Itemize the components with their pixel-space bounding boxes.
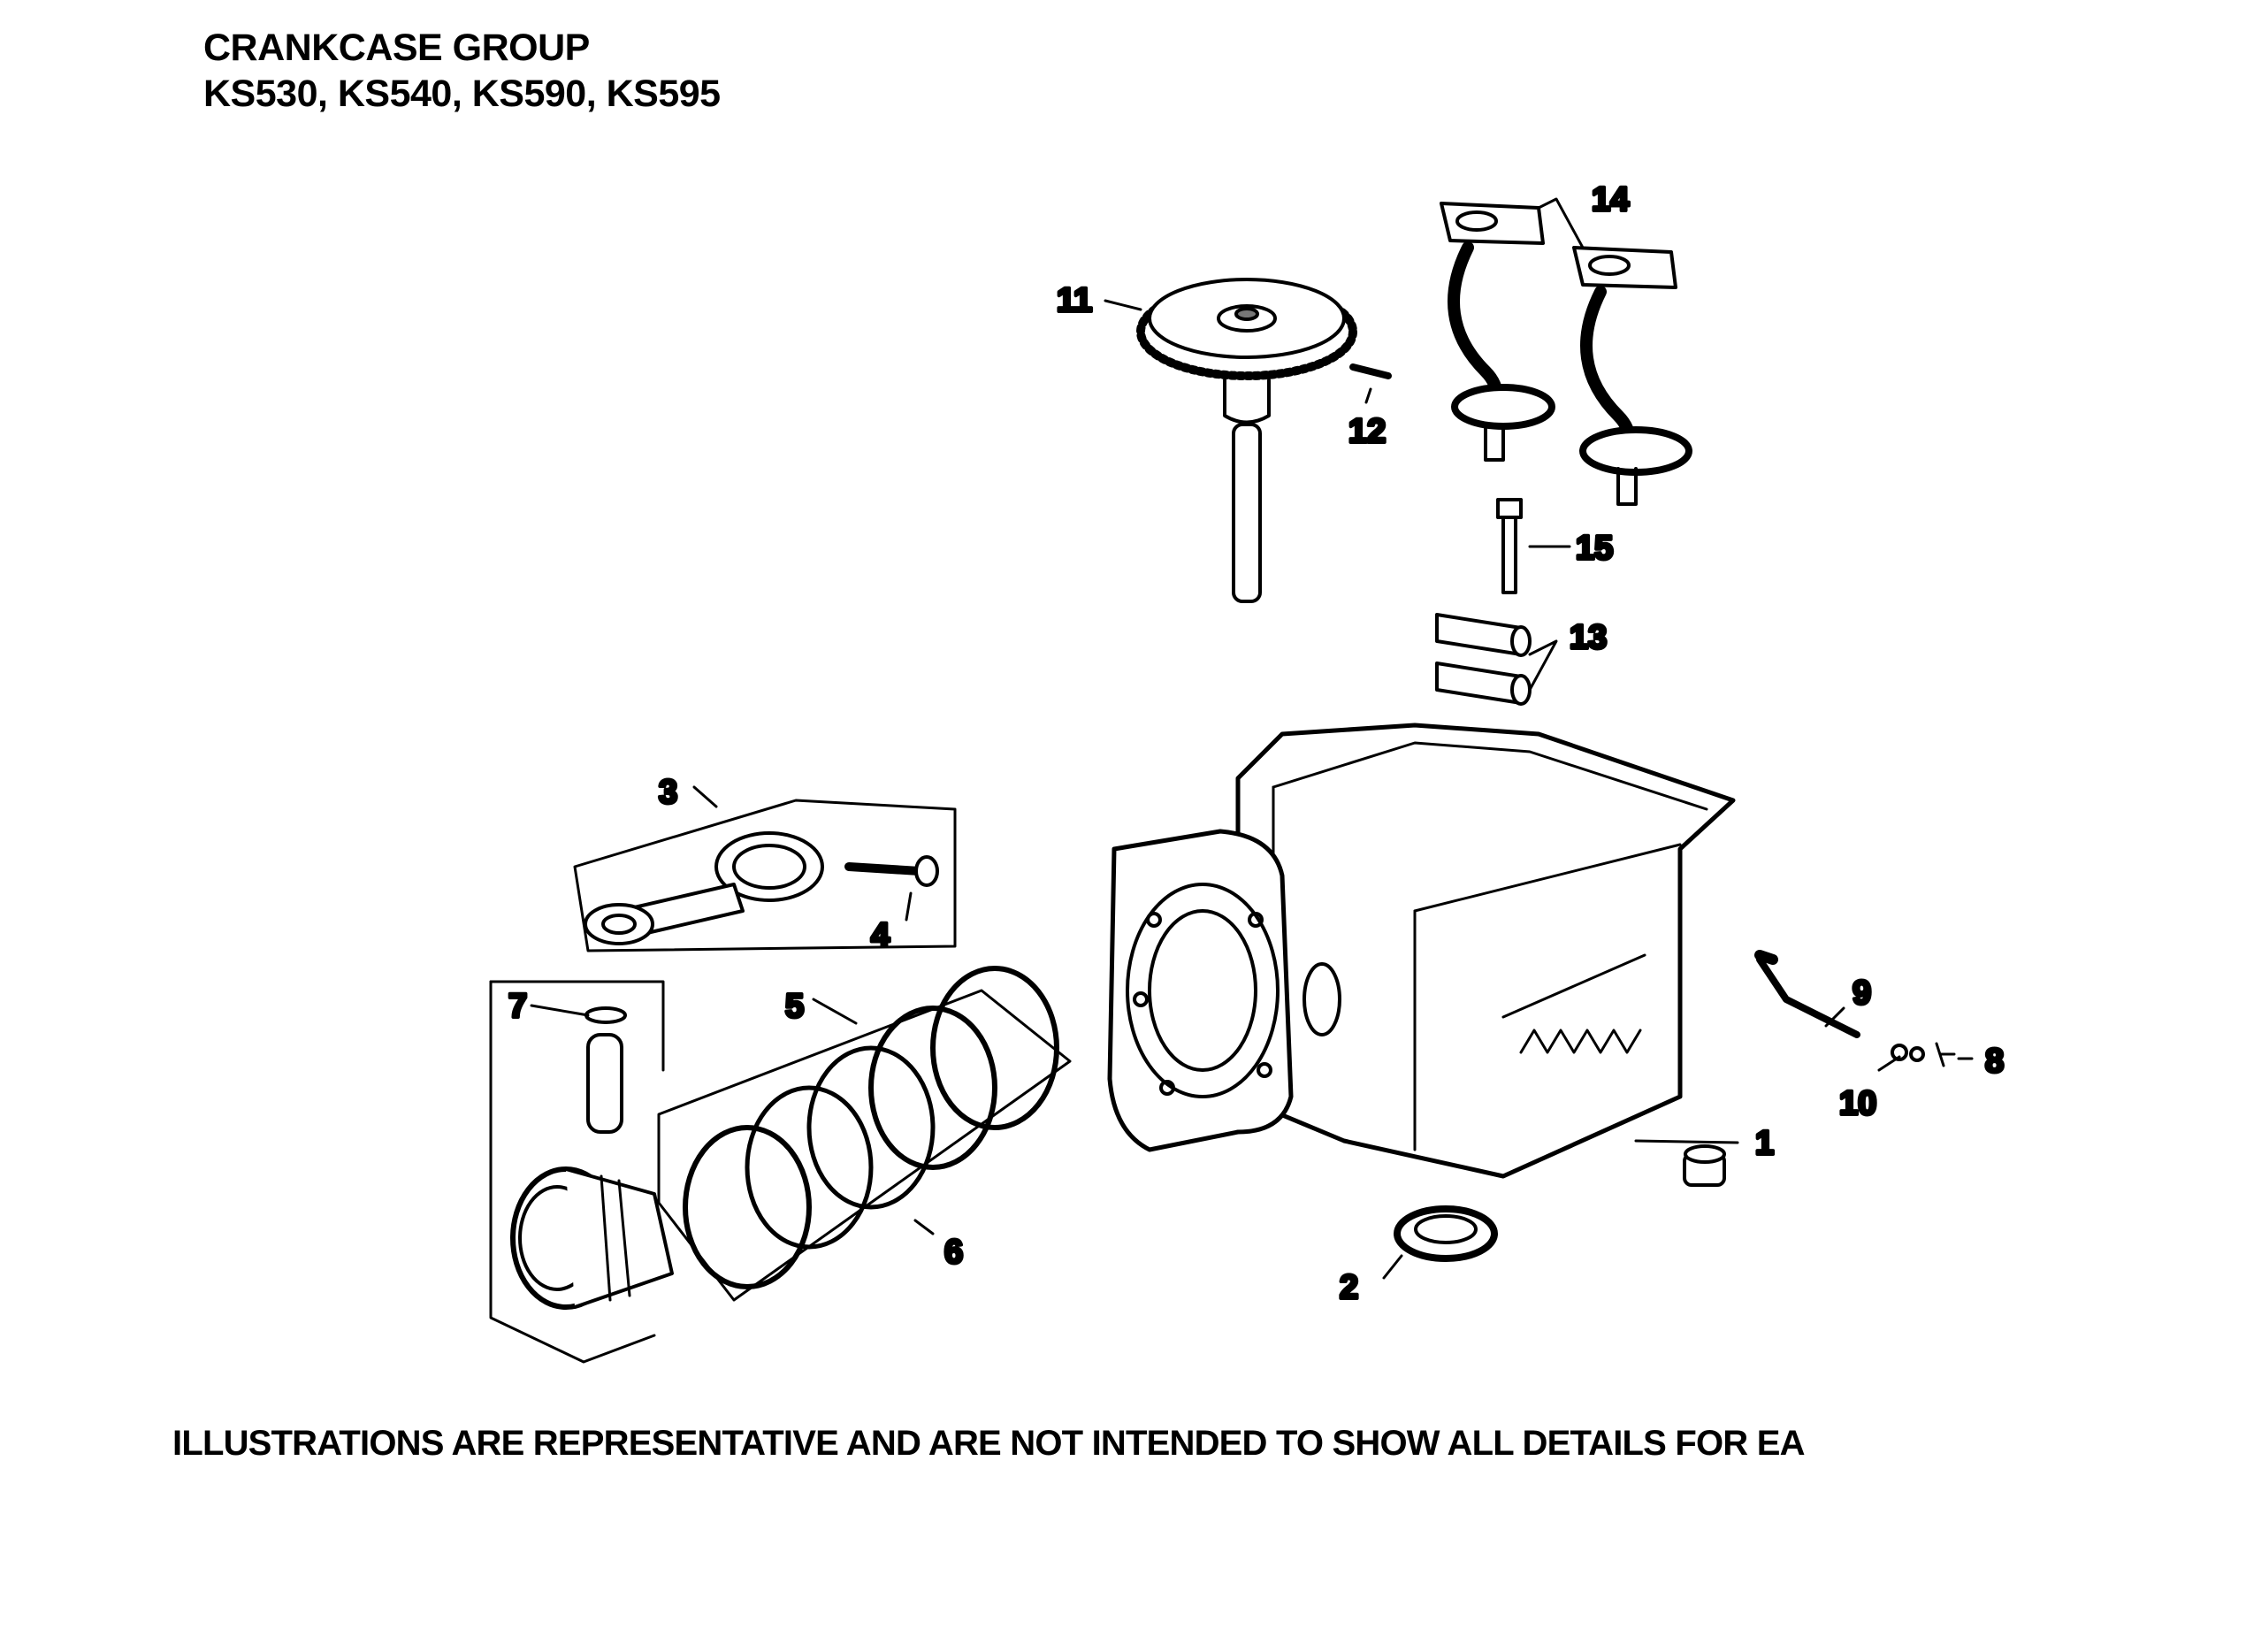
diagram-title: CRANKCASE GROUP xyxy=(203,27,590,69)
model-list: KS530, KS540, KS590, KS595 xyxy=(203,73,721,115)
piston-pin-clip[interactable] xyxy=(489,980,665,1364)
callout-14: 14 xyxy=(1592,181,1629,218)
leader-lines xyxy=(530,197,1974,1280)
callout-7: 7 xyxy=(508,988,527,1025)
callout-3: 3 xyxy=(659,774,677,811)
callout-5: 5 xyxy=(785,988,804,1025)
crankcase-block[interactable] xyxy=(1107,723,1736,1179)
callout-12: 12 xyxy=(1348,413,1386,450)
drain-plug[interactable] xyxy=(1683,1144,1726,1187)
oil-seal[interactable] xyxy=(1394,1205,1498,1262)
dipstick-tube[interactable] xyxy=(1754,950,1860,1038)
piston-ring-set[interactable] xyxy=(657,966,1072,1302)
callout-4: 4 xyxy=(871,917,890,954)
disclaimer-text: ILLUSTRATIONS ARE REPRESENTATIVE AND ARE… xyxy=(172,1424,1805,1463)
callout-1: 1 xyxy=(1755,1125,1774,1162)
bolt[interactable] xyxy=(1496,498,1523,594)
callout-2: 2 xyxy=(1340,1269,1358,1306)
bracket-pair[interactable] xyxy=(1435,613,1532,706)
piston[interactable] xyxy=(510,1166,674,1310)
callout-9: 9 xyxy=(1853,975,1871,1012)
small-hardware[interactable] xyxy=(1891,1042,1956,1067)
callout-labels: 11 12 14 15 13 3 4 7 5 6 2 1 9 10 8 xyxy=(507,180,2005,1308)
callout-13: 13 xyxy=(1570,619,1607,656)
cam-follower-pair[interactable] xyxy=(1440,202,1692,506)
callout-10: 10 xyxy=(1839,1085,1876,1122)
callout-6: 6 xyxy=(944,1234,963,1271)
callout-15: 15 xyxy=(1576,530,1613,567)
camshaft-gear[interactable] xyxy=(1136,278,1357,603)
connecting-rod[interactable] xyxy=(573,799,957,952)
rod-bolt[interactable] xyxy=(844,855,939,887)
callout-11: 11 xyxy=(1057,282,1092,319)
callout-8: 8 xyxy=(1985,1043,2004,1080)
key-pin[interactable] xyxy=(1349,363,1392,379)
